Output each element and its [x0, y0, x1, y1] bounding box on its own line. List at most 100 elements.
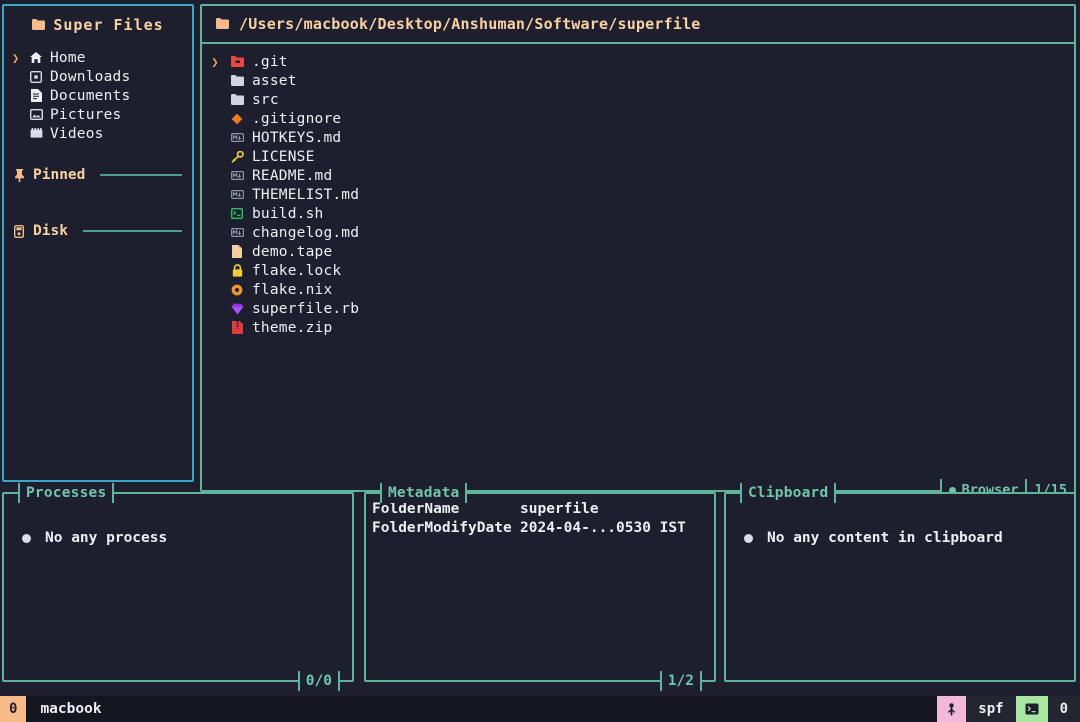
file-row-flake-nix[interactable]: flake.nix [202, 280, 1074, 299]
markdown-icon [228, 190, 246, 199]
file-name: flake.nix [252, 282, 332, 298]
file-name: THEMELIST.md [252, 187, 359, 203]
file-icon [228, 245, 246, 258]
section-divider [83, 230, 182, 232]
status-branch-label[interactable]: spf [966, 696, 1015, 722]
sidebar-title: Super Files [4, 16, 192, 34]
document-icon [29, 89, 43, 102]
selection-caret-icon: ❯ [12, 51, 22, 65]
folder-icon [32, 16, 45, 34]
key-icon [228, 151, 246, 163]
file-row-themelist-md[interactable]: THEMELIST.md [202, 185, 1074, 204]
home-icon [29, 52, 43, 63]
sidebar-section-disk[interactable]: Disk [4, 221, 192, 241]
folder-icon [228, 94, 246, 105]
selection-caret-icon: ❯ [208, 55, 222, 69]
pin-icon [12, 169, 26, 182]
file-name: HOTKEYS.md [252, 130, 341, 146]
file-name: asset [252, 73, 297, 89]
file-row-git[interactable]: ❯ .git [202, 52, 1074, 71]
sidebar-item-pictures[interactable]: Pictures [4, 105, 192, 124]
lock-icon [228, 264, 246, 277]
path-bar[interactable]: /Users/macbook/Desktop/Anshuman/Software… [202, 6, 1074, 44]
dot-icon [22, 534, 31, 543]
clipboard-title: Clipboard [740, 483, 836, 503]
archive-icon [228, 321, 246, 334]
sidebar-item-label: Documents [50, 88, 130, 104]
metadata-key: FolderModifyDate [372, 520, 520, 536]
file-row-theme-zip[interactable]: theme.zip [202, 318, 1074, 337]
sidebar-item-home[interactable]: ❯ Home [4, 48, 192, 67]
metadata-row[interactable]: FolderModifyDate 2024-04-...0530 IST [372, 518, 714, 537]
processes-counter: 0/0 [298, 671, 340, 691]
git-branch-icon[interactable] [937, 696, 966, 722]
ruby-icon [228, 303, 246, 315]
current-path-text: /Users/macbook/Desktop/Anshuman/Software… [239, 15, 701, 33]
terminal-icon[interactable] [1016, 696, 1048, 722]
file-row-flake-lock[interactable]: flake.lock [202, 261, 1074, 280]
file-name: README.md [252, 168, 332, 184]
processes-empty-state: No any process [22, 530, 352, 546]
sidebar-item-label: Home [50, 50, 86, 66]
folder-icon [228, 75, 246, 86]
download-icon [29, 71, 43, 83]
file-row-changelog-md[interactable]: changelog.md [202, 223, 1074, 242]
nix-icon [228, 284, 246, 296]
processes-panel: Processes No any process 0/0 [2, 492, 354, 682]
file-name: LICENSE [252, 149, 315, 165]
clipboard-empty-text: No any content in clipboard [767, 530, 1003, 546]
gitignore-icon [228, 113, 246, 125]
sidebar-item-downloads[interactable]: Downloads [4, 67, 192, 86]
file-row-superfile-rb[interactable]: superfile.rb [202, 299, 1074, 318]
file-row-demo-tape[interactable]: demo.tape [202, 242, 1074, 261]
shell-icon [228, 208, 246, 219]
sidebar-item-label: Downloads [50, 69, 130, 85]
status-mode-number[interactable]: 0 [0, 696, 26, 722]
metadata-counter: 1/2 [660, 671, 702, 691]
file-name: .git [252, 54, 288, 70]
sidebar-item-label: Videos [50, 126, 104, 142]
git-folder-icon [228, 56, 246, 67]
file-name: src [252, 92, 279, 108]
picture-icon [29, 109, 43, 120]
sidebar-section-pinned[interactable]: Pinned [4, 165, 192, 185]
section-divider [100, 174, 182, 176]
sidebar: Super Files ❯ Home Downloads [2, 4, 194, 482]
status-username: macbook [26, 701, 101, 717]
sidebar-section-label: Pinned [33, 167, 85, 183]
sidebar-item-label: Pictures [50, 107, 121, 123]
dot-icon [744, 534, 753, 543]
video-icon [29, 128, 43, 139]
file-row-asset[interactable]: asset [202, 71, 1074, 90]
file-row-hotkeys-md[interactable]: HOTKEYS.md [202, 128, 1074, 147]
file-list: ❯ .git asset src [202, 44, 1074, 337]
file-name: .gitignore [252, 111, 341, 127]
processes-empty-text: No any process [45, 530, 167, 546]
file-row-license[interactable]: LICENSE [202, 147, 1074, 166]
metadata-panel: Metadata FolderName superfile FolderModi… [364, 492, 716, 682]
markdown-icon [228, 228, 246, 237]
status-right-number[interactable]: 0 [1048, 696, 1080, 722]
file-name: flake.lock [252, 263, 341, 279]
sidebar-item-videos[interactable]: Videos [4, 124, 192, 143]
file-row-readme-md[interactable]: README.md [202, 166, 1074, 185]
clipboard-panel: Clipboard No any content in clipboard [724, 492, 1076, 682]
sidebar-item-documents[interactable]: Documents [4, 86, 192, 105]
file-row-build-sh[interactable]: build.sh [202, 204, 1074, 223]
metadata-value: superfile [520, 501, 599, 517]
processes-title: Processes [18, 483, 114, 503]
sidebar-section-label: Disk [33, 223, 68, 239]
metadata-value: 2024-04-...0530 IST [520, 520, 686, 536]
file-name: theme.zip [252, 320, 332, 336]
file-row-src[interactable]: src [202, 90, 1074, 109]
markdown-icon [228, 171, 246, 180]
sidebar-list: ❯ Home Downloads Documents [4, 48, 192, 143]
file-name: build.sh [252, 206, 323, 222]
file-browser-panel: /Users/macbook/Desktop/Anshuman/Software… [200, 4, 1076, 492]
sidebar-title-text: Super Files [53, 16, 163, 34]
file-name: changelog.md [252, 225, 359, 241]
folder-icon [216, 15, 229, 33]
file-row-gitignore[interactable]: .gitignore [202, 109, 1074, 128]
file-name: superfile.rb [252, 301, 359, 317]
